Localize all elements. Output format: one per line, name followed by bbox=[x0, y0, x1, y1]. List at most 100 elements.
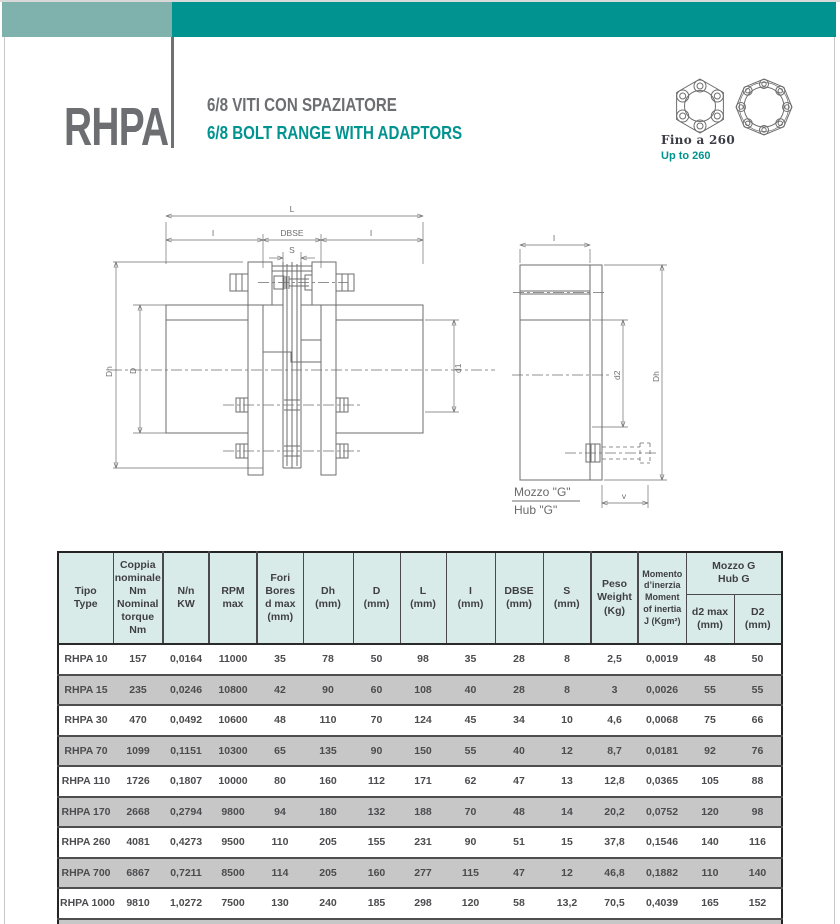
table-cell: 28 bbox=[513, 653, 525, 666]
table-cell: 78 bbox=[322, 653, 334, 666]
dim-label-dbse: DBSE bbox=[280, 228, 303, 238]
table-cell: 0,0365 bbox=[645, 775, 679, 788]
table-cell: 50 bbox=[751, 653, 764, 666]
col-header-fori: Fori Bores d max (mm) bbox=[256, 551, 304, 645]
table-cell: 90 bbox=[353, 734, 400, 767]
table-cell: RHPA 10 bbox=[64, 653, 108, 666]
col-group-mozzo-g: Mozzo G Hub G bbox=[685, 551, 783, 595]
table-cell: 0,1151 bbox=[163, 734, 209, 767]
table-cell: 220 bbox=[353, 917, 400, 924]
range-note-italian: Fino a 260 bbox=[661, 133, 735, 147]
table-cell: 0,2794 bbox=[163, 795, 209, 828]
table-cell: 20,2 bbox=[591, 795, 638, 828]
page-top-edge bbox=[0, 0, 840, 2]
hub-dim-label-dh: Dh bbox=[651, 371, 661, 382]
table-cell: 70 bbox=[446, 795, 495, 828]
hub-g-drawing: I d2 Dh bbox=[512, 233, 667, 517]
table-cell: 70 bbox=[370, 714, 383, 727]
table-cell: 62 bbox=[464, 775, 477, 788]
table-cell: RHPA 70 bbox=[58, 734, 113, 767]
dim-label-i-right: I bbox=[370, 228, 372, 238]
table-cell: 80 bbox=[274, 775, 286, 788]
table-cell: 10 bbox=[561, 714, 573, 727]
table-cell: RHPA 15 bbox=[58, 673, 113, 706]
table-cell: 60 bbox=[495, 917, 543, 924]
table-cell: 124 bbox=[414, 714, 432, 727]
col-header-d2: D2 (mm) bbox=[733, 593, 783, 645]
table-cell: 48 bbox=[495, 795, 543, 828]
table-cell: 231 bbox=[414, 836, 432, 849]
table-cell: 115 bbox=[446, 856, 495, 889]
hub-caption: Mozzo "G" Hub "G" bbox=[512, 485, 580, 517]
table-cell: 112 bbox=[368, 775, 385, 788]
table-cell: 135 bbox=[303, 734, 353, 767]
table-cell: 110 bbox=[319, 714, 337, 727]
table-cell: 12 bbox=[543, 856, 591, 889]
table-cell: 6867 bbox=[113, 856, 163, 889]
subtitle-italian: 6/8 VITI CON SPAZIATORE bbox=[207, 95, 397, 115]
table-cell: 0,4273 bbox=[169, 836, 203, 849]
table-cell: 120 bbox=[461, 897, 480, 910]
table-cell: 205 bbox=[303, 856, 353, 889]
table-cell: 15 bbox=[561, 836, 573, 849]
table-cell: 277 bbox=[400, 856, 446, 889]
table-cell: 17,6 bbox=[543, 917, 591, 924]
table-cell: 10000 bbox=[218, 775, 248, 788]
table-cell: 48 bbox=[274, 714, 286, 727]
table-cell: 35 bbox=[464, 653, 477, 666]
dim-label-dh: Dh bbox=[104, 366, 114, 377]
table-cell: 0,0246 bbox=[163, 673, 209, 706]
table-cell: 94 bbox=[257, 795, 303, 828]
table-cell: 155 bbox=[367, 836, 386, 849]
table-cell: 155 bbox=[257, 917, 303, 924]
topbar-accent-left bbox=[2, 2, 172, 37]
table-cell: 66 bbox=[751, 714, 764, 727]
table-cell: 130 bbox=[271, 897, 289, 910]
hub-dim-label-i: I bbox=[553, 233, 555, 243]
table-cell: 51 bbox=[513, 836, 525, 849]
col-header-i: I (mm) bbox=[445, 551, 496, 645]
coupling-section-drawing: L I DBSE I S Dh bbox=[104, 204, 495, 476]
table-cell: 98 bbox=[417, 653, 429, 666]
eight-bolt-flange-icon bbox=[735, 78, 793, 136]
table-cell: 76 bbox=[734, 734, 783, 767]
series-title: RHPA bbox=[64, 97, 169, 157]
subtitle-english: 6/8 BOLT RANGE WITH ADAPTORS bbox=[207, 123, 463, 143]
table-cell: 192 bbox=[734, 917, 783, 924]
range-note-english: Up to 260 bbox=[661, 150, 711, 162]
table-cell: 298 bbox=[414, 897, 432, 910]
col-header-nn-kw: N/n KW bbox=[162, 551, 210, 645]
table-cell: 2668 bbox=[113, 795, 163, 828]
table-cell: 160 bbox=[353, 856, 400, 889]
table-cell: 75 bbox=[704, 714, 716, 727]
table-cell: 180 bbox=[303, 795, 353, 828]
table-cell: 0,0492 bbox=[169, 714, 203, 727]
table-cell: 14 bbox=[543, 795, 591, 828]
table-cell: 140 bbox=[734, 856, 783, 889]
table-cell: 0,1546 bbox=[645, 836, 679, 849]
col-header-dbse: DBSE (mm) bbox=[494, 551, 544, 645]
hub-dimension-v: v bbox=[602, 485, 648, 508]
dim-label-d1: d1 bbox=[453, 363, 463, 373]
dimension-table: Tipo Type Coppia nominale Nm Nominal tor… bbox=[57, 551, 784, 924]
table-cell: 110 bbox=[271, 836, 289, 849]
dimension-L: L bbox=[166, 204, 423, 264]
table-cell: 160 bbox=[319, 775, 337, 788]
table-cell: 65 bbox=[257, 734, 303, 767]
table-cell: RHPA 2010 bbox=[58, 917, 113, 924]
table-cell: 171 bbox=[414, 775, 432, 788]
table-cell: 185 bbox=[367, 897, 386, 910]
table-cell: 12,8 bbox=[604, 775, 625, 788]
hub-dim-label-v: v bbox=[622, 491, 627, 501]
dim-label-d: D bbox=[128, 368, 138, 374]
table-cell: 58 bbox=[513, 897, 525, 910]
table-cell: 295 bbox=[303, 917, 353, 924]
table-cell: 88 bbox=[751, 775, 764, 788]
